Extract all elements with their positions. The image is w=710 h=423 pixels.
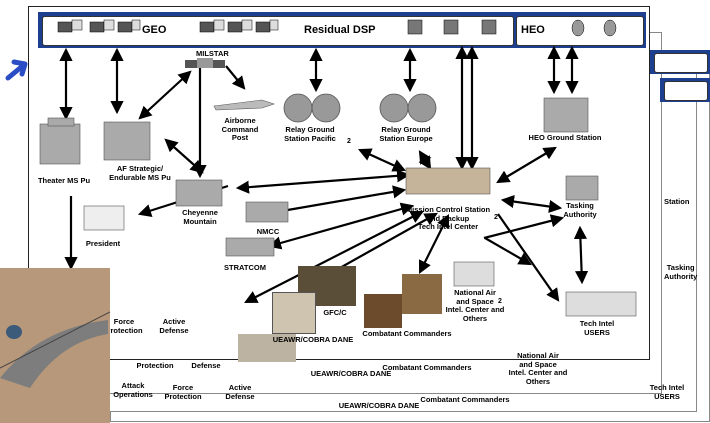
radar-photo [238,334,296,362]
aircraft-nose-icon [0,268,110,423]
aircraft-icon [213,99,275,111]
milstar-satellite-icon [185,58,225,68]
relay-pacific-footnote: 2 [347,138,351,145]
ueawr-cobra-dane-label: UEAWR/COBRA DANE [272,335,354,344]
back-ueawr-cobra-dane: UEAWR/COBRA DANE [310,369,392,378]
milstar-label: MILSTAR [196,49,229,58]
gfc-c-label: GFC/C [323,308,347,317]
back-combatant-commanders: Combatant Commanders [382,363,472,372]
af-strategic-label: AF Strategic/Endurable MS Pu [109,164,171,182]
satellite-icon [57,19,617,37]
combatant-commanders-label: Combatant Commanders [362,329,452,338]
back-bar-inner-2 [664,81,708,101]
residual-dsp-label: Residual DSP [304,24,376,36]
back-station-fragment: Station [664,197,690,206]
theater-ms-pu-label: Theater MS Pu [37,176,91,185]
back-combatant-commanders-2: Combatant Commanders [420,395,510,404]
back-bar-inner-1 [654,53,708,73]
commanders-photo-2 [402,274,442,314]
missile-photo [272,292,316,334]
radome-icons [283,93,437,123]
back-defense-fragment: Defense [191,361,221,370]
aircraft-photo [0,268,110,423]
commanders-photo-1 [364,294,402,328]
mission-control-footnote: 2 [494,214,498,221]
back-protection-fragment: Protection [136,361,174,370]
stratcom-label: STRATCOM [224,263,266,272]
nmcc-label: NMCC [256,227,280,236]
building-icons [39,97,637,317]
heo-label: HEO [521,24,545,36]
geo-label: GEO [142,24,167,36]
president-label: President [85,239,121,248]
back-ueawr-cobra-dane-2: UEAWR/COBRA DANE [338,401,420,410]
heo-ground-station-label: HEO Ground Station [528,133,602,142]
national-air-footnote: 2 [498,298,502,305]
